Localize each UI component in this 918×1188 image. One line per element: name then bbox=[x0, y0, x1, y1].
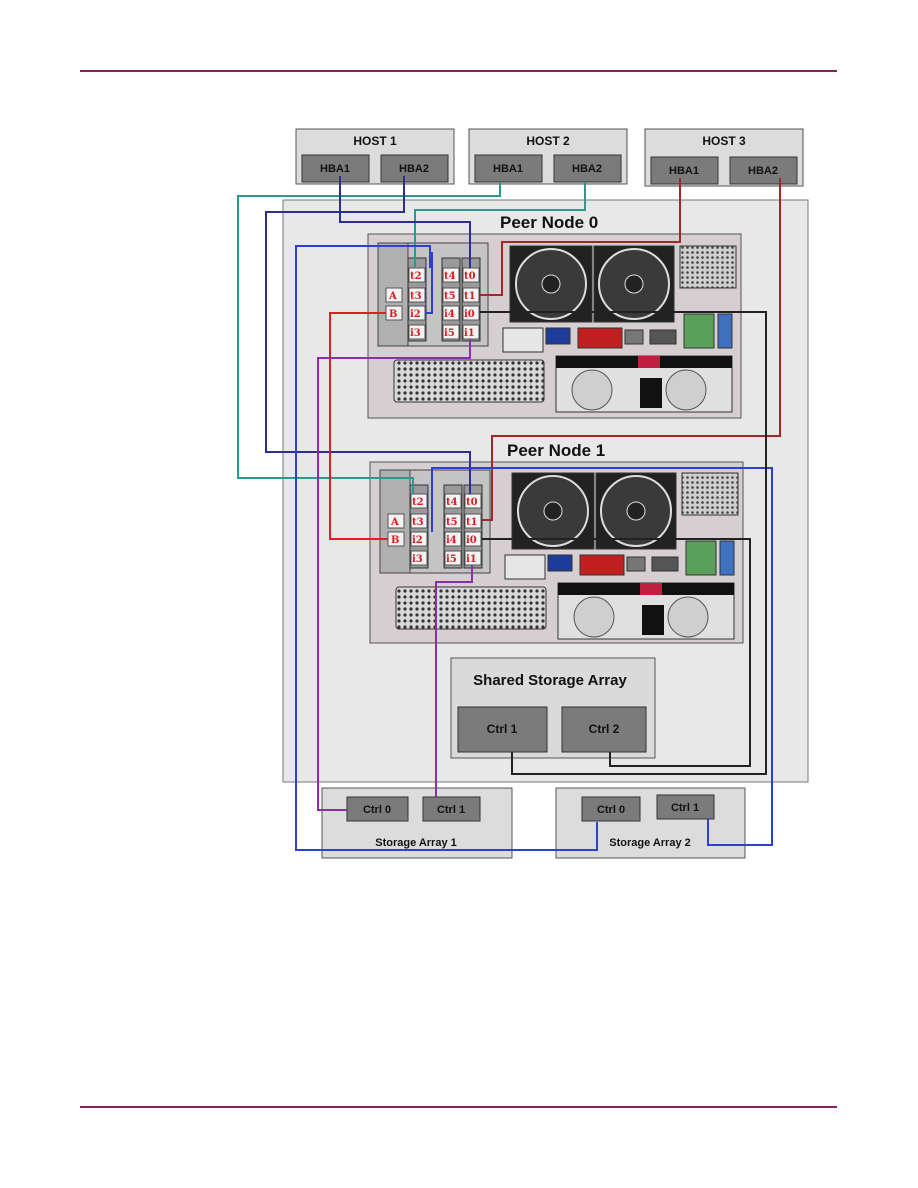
cable-teal-host2-hba1 bbox=[237, 182, 501, 494]
peer-node-1-label: Peer Node 1 bbox=[507, 441, 605, 460]
port-t1: t1 bbox=[464, 291, 476, 302]
slot-a-label: A bbox=[388, 291, 397, 302]
svg-text:HBA1: HBA1 bbox=[493, 163, 523, 175]
svg-text:HBA1: HBA1 bbox=[669, 165, 699, 177]
port-t5: t5 bbox=[446, 517, 458, 528]
svg-text:Ctrl 1: Ctrl 1 bbox=[437, 804, 465, 816]
port-t4: t4 bbox=[444, 271, 456, 282]
cable-purple-node1-i1 bbox=[435, 565, 473, 797]
port-i4: i4 bbox=[446, 535, 457, 546]
port-i4: i4 bbox=[444, 309, 455, 320]
cable-blue-node1-to-sa2 bbox=[431, 467, 773, 846]
storage-array-2-ctrl1 bbox=[656, 794, 715, 820]
port-i5: i5 bbox=[446, 554, 457, 565]
host-2: HOST 2 HBA1 HBA2 bbox=[468, 128, 628, 185]
storage-array-1: Ctrl 0 Ctrl 1 Storage Array 1 bbox=[321, 787, 513, 859]
host-2-hba1 bbox=[474, 154, 543, 183]
port-i3: i3 bbox=[410, 328, 421, 339]
host-1: HOST 1 HBA1 HBA2 bbox=[295, 128, 455, 185]
slot-b-label: B bbox=[391, 535, 399, 546]
host-3-hba2 bbox=[729, 156, 798, 185]
port-i0: i0 bbox=[466, 535, 477, 546]
shared-storage-title: Shared Storage Array bbox=[473, 672, 627, 689]
host-2-label: HOST 2 bbox=[526, 134, 570, 148]
peer-node-1-chassis bbox=[369, 461, 744, 644]
cable-darkred-host3-hba1 bbox=[480, 178, 681, 296]
port-i5: i5 bbox=[444, 328, 455, 339]
cable-navy-host1-hba2 bbox=[265, 176, 471, 494]
host-1-hba1 bbox=[301, 154, 370, 183]
svg-text:Ctrl 0: Ctrl 0 bbox=[363, 804, 391, 816]
peer-node-0-label: Peer Node 0 bbox=[500, 213, 598, 232]
port-i2: i2 bbox=[412, 535, 423, 546]
svg-text:Ctrl 2: Ctrl 2 bbox=[589, 722, 620, 736]
header-rule bbox=[80, 70, 837, 72]
port-t2: t2 bbox=[412, 497, 424, 508]
shared-ctrl-1 bbox=[457, 706, 548, 753]
svg-text:Ctrl 1: Ctrl 1 bbox=[671, 802, 699, 814]
port-t0: t0 bbox=[464, 271, 476, 282]
cable-darkred-host3-hba2 bbox=[482, 178, 781, 521]
port-t0: t0 bbox=[466, 497, 478, 508]
svg-text:Ctrl 0: Ctrl 0 bbox=[597, 804, 625, 816]
cable-blue-node0-i2 bbox=[425, 252, 433, 314]
storage-array-2: Ctrl 0 Ctrl 1 Storage Array 2 bbox=[555, 787, 746, 859]
storage-array-1-ctrl1 bbox=[422, 796, 481, 822]
footer-rule bbox=[80, 1106, 837, 1108]
cable-purple-node0-i1 bbox=[317, 339, 471, 811]
slot-b-label: B bbox=[389, 309, 397, 320]
storage-array-2-ctrl0 bbox=[581, 796, 641, 822]
cable-black-node1-i0 bbox=[482, 538, 751, 767]
cable-navy-host1-hba1 bbox=[339, 176, 471, 268]
cable-black-node0-i0 bbox=[480, 311, 767, 775]
svg-text:HBA2: HBA2 bbox=[748, 165, 778, 177]
cable-blue-node0-to-sa bbox=[295, 245, 598, 851]
port-i1: i1 bbox=[464, 328, 475, 339]
cable-red-interconnect bbox=[329, 312, 388, 540]
port-t3: t3 bbox=[412, 517, 424, 528]
host-3-label: HOST 3 bbox=[702, 134, 746, 148]
svg-text:HBA2: HBA2 bbox=[572, 163, 602, 175]
peer-node-0-ports: A B t2 t3 i2 i3 t4 t5 i4 i5 t0 t1 i0 i1 bbox=[385, 267, 480, 340]
shared-storage-array: Shared Storage Array Ctrl 1 Ctrl 2 bbox=[450, 657, 656, 759]
storage-array-1-label: Storage Array 1 bbox=[375, 837, 457, 849]
port-t1: t1 bbox=[466, 517, 478, 528]
cable-teal-host2-hba2 bbox=[414, 182, 586, 268]
shared-ctrl-2 bbox=[561, 706, 647, 753]
port-i2: i2 bbox=[410, 309, 421, 320]
port-t5: t5 bbox=[444, 291, 456, 302]
port-i1: i1 bbox=[466, 554, 477, 565]
slot-a-label: A bbox=[390, 517, 399, 528]
host-2-hba2 bbox=[553, 154, 622, 183]
storage-array-2-label: Storage Array 2 bbox=[609, 837, 691, 849]
host-3: HOST 3 HBA1 HBA2 bbox=[644, 128, 804, 187]
peer-node-1-ports: A B t2 t3 i2 i3 t4 t5 i4 i5 t0 t1 i0 i1 bbox=[387, 493, 482, 566]
host-1-label: HOST 1 bbox=[353, 134, 397, 148]
svg-text:Ctrl 1: Ctrl 1 bbox=[487, 722, 518, 736]
port-i0: i0 bbox=[464, 309, 475, 320]
peer-node-0-chassis bbox=[367, 233, 742, 419]
host-1-hba2 bbox=[380, 154, 449, 183]
port-t2: t2 bbox=[410, 271, 422, 282]
port-t4: t4 bbox=[446, 497, 458, 508]
host-3-hba1 bbox=[650, 156, 719, 185]
svg-text:HBA1: HBA1 bbox=[320, 163, 350, 175]
svg-text:HBA2: HBA2 bbox=[399, 163, 429, 175]
port-t3: t3 bbox=[410, 291, 422, 302]
port-i3: i3 bbox=[412, 554, 423, 565]
